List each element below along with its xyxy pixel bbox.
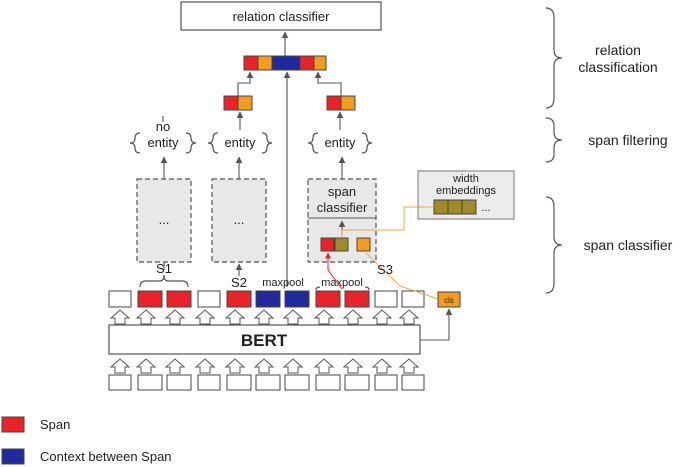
svg-text:cls: cls (444, 296, 454, 305)
svg-text:no: no (156, 119, 170, 134)
pair-vector-right (326, 95, 356, 111)
span-s2-label: S2 (231, 275, 247, 290)
svg-text:entity: entity (324, 135, 356, 150)
svg-text:entity: entity (147, 135, 179, 150)
width-embeddings-box: width embeddings ... (417, 170, 515, 220)
legend-label-context: Context between Span (40, 449, 172, 464)
panel-s1: ... (136, 178, 192, 263)
svg-text:classification: classification (578, 59, 657, 75)
cls-token: cls (437, 291, 461, 308)
hollow-arrows-lower (109, 358, 420, 374)
svg-text:span filtering: span filtering (588, 132, 667, 148)
maxpool-2: maxpool (315, 277, 370, 291)
bert-label: BERT (241, 331, 288, 350)
span-s2-group: S2 (231, 275, 247, 290)
panel-s2: ... (211, 178, 267, 263)
relation-classifier-label: relation classifier (233, 9, 330, 24)
svg-text:classifier: classifier (317, 200, 368, 215)
filter-entity-a: entity (207, 132, 273, 154)
relation-classifier-box: relation classifier (180, 1, 382, 31)
svg-text:embeddings: embeddings (436, 185, 496, 197)
filter-no-entity: no entity (129, 119, 197, 154)
svg-text:width: width (452, 173, 479, 185)
svg-text:span: span (328, 184, 356, 199)
svg-text:entity: entity (224, 135, 256, 150)
panel-span-classifier: span classifier (307, 178, 377, 263)
legend-swatch-context (1, 448, 25, 465)
legend-item-span: Span (1, 416, 70, 433)
filter-entity-b: entity (307, 132, 373, 154)
span-s3-label: S3 (377, 262, 393, 277)
svg-text:...: ... (481, 202, 490, 214)
stage-relation-classification: relation classification (545, 7, 658, 109)
maxpool-1: maxpool (262, 277, 304, 289)
svg-text:span classifier: span classifier (584, 237, 673, 253)
legend-item-context: Context between Span (1, 448, 172, 465)
hollow-arrows-upper (109, 309, 420, 325)
svg-text:...: ... (234, 212, 245, 227)
stage-span-filtering: span filtering (545, 117, 668, 163)
bert-box: BERT (108, 324, 421, 355)
pair-vector-left (223, 95, 253, 111)
input-token-row (108, 374, 425, 391)
svg-text:maxpool: maxpool (321, 277, 363, 289)
svg-text:relation: relation (595, 42, 641, 58)
svg-text:maxpool: maxpool (262, 277, 304, 289)
legend: Span Context between Span (1, 416, 172, 465)
stage-span-classifier: span classifier (545, 196, 673, 294)
svg-text:...: ... (159, 212, 170, 227)
legend-label-span: Span (40, 417, 70, 432)
token-row (108, 290, 425, 308)
relation-vector (243, 55, 327, 71)
legend-swatch-span (1, 416, 25, 433)
span-s3-group: S3 (377, 262, 393, 277)
